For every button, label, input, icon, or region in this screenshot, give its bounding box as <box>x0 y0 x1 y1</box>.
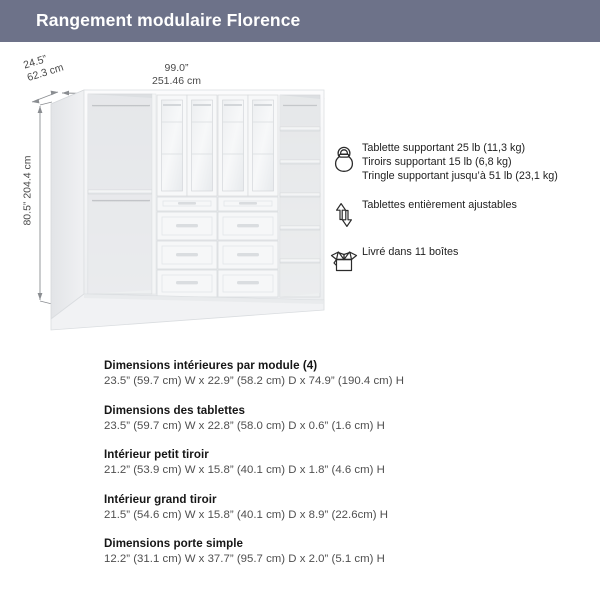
height-dimension-label: 80.5” 204.4 cm <box>21 155 34 226</box>
shelf <box>87 189 153 195</box>
width-dimension-label: 99.0” 251.46 cm <box>152 62 202 87</box>
modular-storage-drawing <box>31 89 325 331</box>
spec-value: 21.2” (53.9 cm) W x 15.8” (40.1 cm) D x … <box>104 464 385 476</box>
drawer-large[interactable] <box>217 211 279 241</box>
feature-text-boxes: Livré dans 11 boîtes <box>362 245 459 258</box>
glass-door[interactable] <box>186 94 218 197</box>
spec-module-interior: Dimensions intérieures par module (4) 23… <box>104 358 564 389</box>
drawer-large[interactable] <box>156 269 218 298</box>
hanging-rod-top <box>283 104 317 107</box>
module-shelving-right <box>279 94 321 298</box>
shelf <box>279 192 321 198</box>
feature-legend: Tablette supportant 25 lb (11,3 kg) Tiro… <box>326 140 596 289</box>
module-center-left <box>156 94 218 298</box>
page-title: Rangement modulaire Florence <box>36 10 301 30</box>
feature-row-boxes: Livré dans 11 boîtes <box>326 244 596 276</box>
spec-single-door: Dimensions porte simple 12.2” (31.1 cm) … <box>104 536 564 567</box>
page-header: Rangement modulaire Florence <box>0 0 600 42</box>
specifications-list: Dimensions intérieures par module (4) 23… <box>104 358 564 581</box>
shelf <box>279 159 321 165</box>
product-illustration: 24.5” 62.3 cm 99.0” 251.46 cm 80.5” 204.… <box>0 42 600 342</box>
spec-value: 12.2” (31.1 cm) W x 37.7” (95.7 cm) D x … <box>104 553 385 565</box>
spec-title: Dimensions intérieures par module (4) <box>104 359 318 372</box>
glass-door[interactable] <box>217 94 249 197</box>
cabinet-left-side <box>50 89 85 320</box>
spec-title: Dimensions porte simple <box>104 537 244 550</box>
drawer-large[interactable] <box>156 211 218 241</box>
module-center-right <box>217 94 279 298</box>
spec-value: 23.5” (59.7 cm) W x 22.9” (58.2 cm) D x … <box>104 375 404 387</box>
spec-title: Dimensions des tablettes <box>104 403 246 417</box>
shelf <box>279 126 321 132</box>
drawer-large[interactable] <box>156 240 218 270</box>
open-box-icon <box>326 244 362 276</box>
spec-title: Intérieur grand tiroir <box>104 492 217 506</box>
feature-row-adjustable-shelves: Tablettes entièrement ajustables <box>326 197 596 231</box>
spec-value: 23.5” (59.7 cm) W x 22.8” (58.0 cm) D x … <box>104 419 385 432</box>
spec-title: Intérieur petit tiroir <box>104 448 209 461</box>
kettlebell-icon <box>326 140 362 174</box>
module-divider <box>151 93 157 295</box>
hanging-rod-top <box>92 104 150 107</box>
feature-row-weight-capacity: Tablette supportant 25 lb (11,3 kg) Tiro… <box>326 140 596 184</box>
hanging-rod-mid <box>92 199 150 202</box>
shelf <box>279 258 321 264</box>
spec-small-drawer: Intérieur petit tiroir 21.2” (53.9 cm) W… <box>104 447 564 478</box>
glass-door[interactable] <box>156 94 188 197</box>
drawer-small[interactable] <box>217 196 279 212</box>
up-down-arrows-icon <box>326 197 362 231</box>
spec-shelves: Dimensions des tablettes 23.5” (59.7 cm)… <box>104 403 564 434</box>
feature-text-weight-capacity: Tablette supportant 25 lb (11,3 kg) Tiro… <box>362 142 558 183</box>
shelf <box>279 225 321 231</box>
spec-large-drawer: Intérieur grand tiroir 21.5” (54.6 cm) W… <box>104 492 564 523</box>
glass-door[interactable] <box>247 94 279 197</box>
spec-value: 21.5” (54.6 cm) W x 15.8” (40.1 cm) D x … <box>104 508 389 521</box>
cabinet-base <box>50 293 325 331</box>
module-hanging-left <box>87 93 153 295</box>
drawer-large[interactable] <box>217 240 279 270</box>
feature-text-adjustable-shelves: Tablettes entièrement ajustables <box>362 198 517 211</box>
drawer-large[interactable] <box>217 269 279 298</box>
drawer-small[interactable] <box>156 196 218 212</box>
